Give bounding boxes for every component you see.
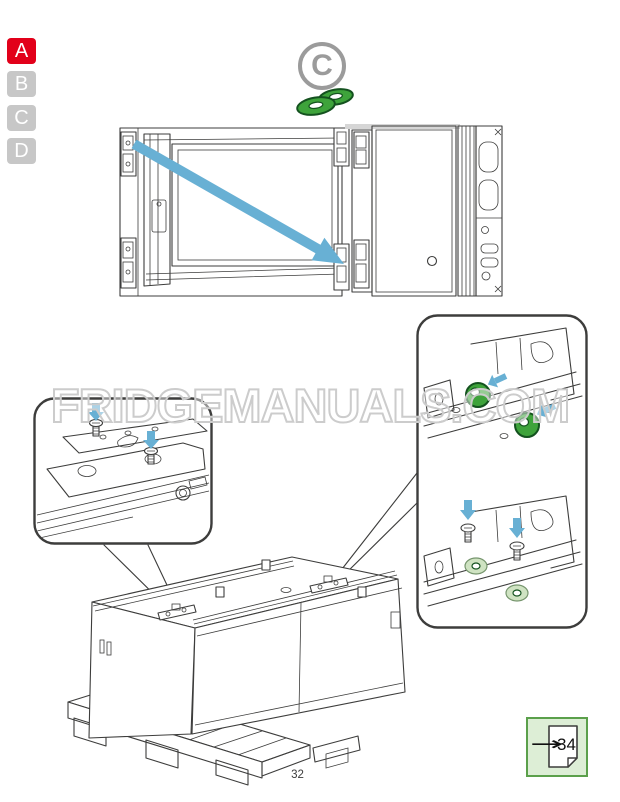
step-badge-d: D: [7, 138, 36, 164]
screws-through-washers-scene: [423, 495, 583, 607]
appliance-body: [88, 556, 406, 739]
step-badge-c: C: [7, 105, 36, 131]
left-detail-callout: [33, 397, 213, 545]
goto-page-number: 34: [557, 735, 576, 754]
door-assembly-drawing: [119, 124, 503, 297]
part-c-letter: C: [311, 49, 333, 82]
part-c-indicator: C: [298, 42, 346, 90]
screw-4: [509, 541, 525, 561]
insert-arrow-2: [143, 431, 159, 449]
green-washer-pair-icon: [296, 88, 354, 116]
transfer-arrow: [131, 139, 344, 264]
fridge-base-drawing: [67, 556, 406, 786]
screw-2: [143, 446, 159, 465]
page-number: 32: [291, 769, 304, 781]
washer-arrow-2: [536, 403, 557, 418]
door-hinge-brackets: [120, 127, 350, 291]
page-reference-box: → 34: [526, 717, 588, 777]
washer-left: [296, 96, 336, 116]
insert-arrow-1: [88, 403, 104, 421]
washer-arrow-1: [487, 373, 508, 388]
right-detail-callout: [416, 314, 588, 629]
page-icon: [548, 725, 578, 768]
step-badge-a: A: [7, 38, 36, 64]
hinge-rail-right: [309, 575, 349, 594]
insert-arrow-3: [460, 500, 476, 520]
goto-arrow: →: [530, 733, 564, 755]
screw-3: [460, 523, 476, 543]
hinge-rail-left: [157, 603, 197, 621]
step-badge-b: B: [7, 71, 36, 97]
insert-arrow-4: [509, 518, 525, 538]
washers-inserted-scene: [423, 327, 583, 439]
screw-1: [88, 418, 104, 437]
